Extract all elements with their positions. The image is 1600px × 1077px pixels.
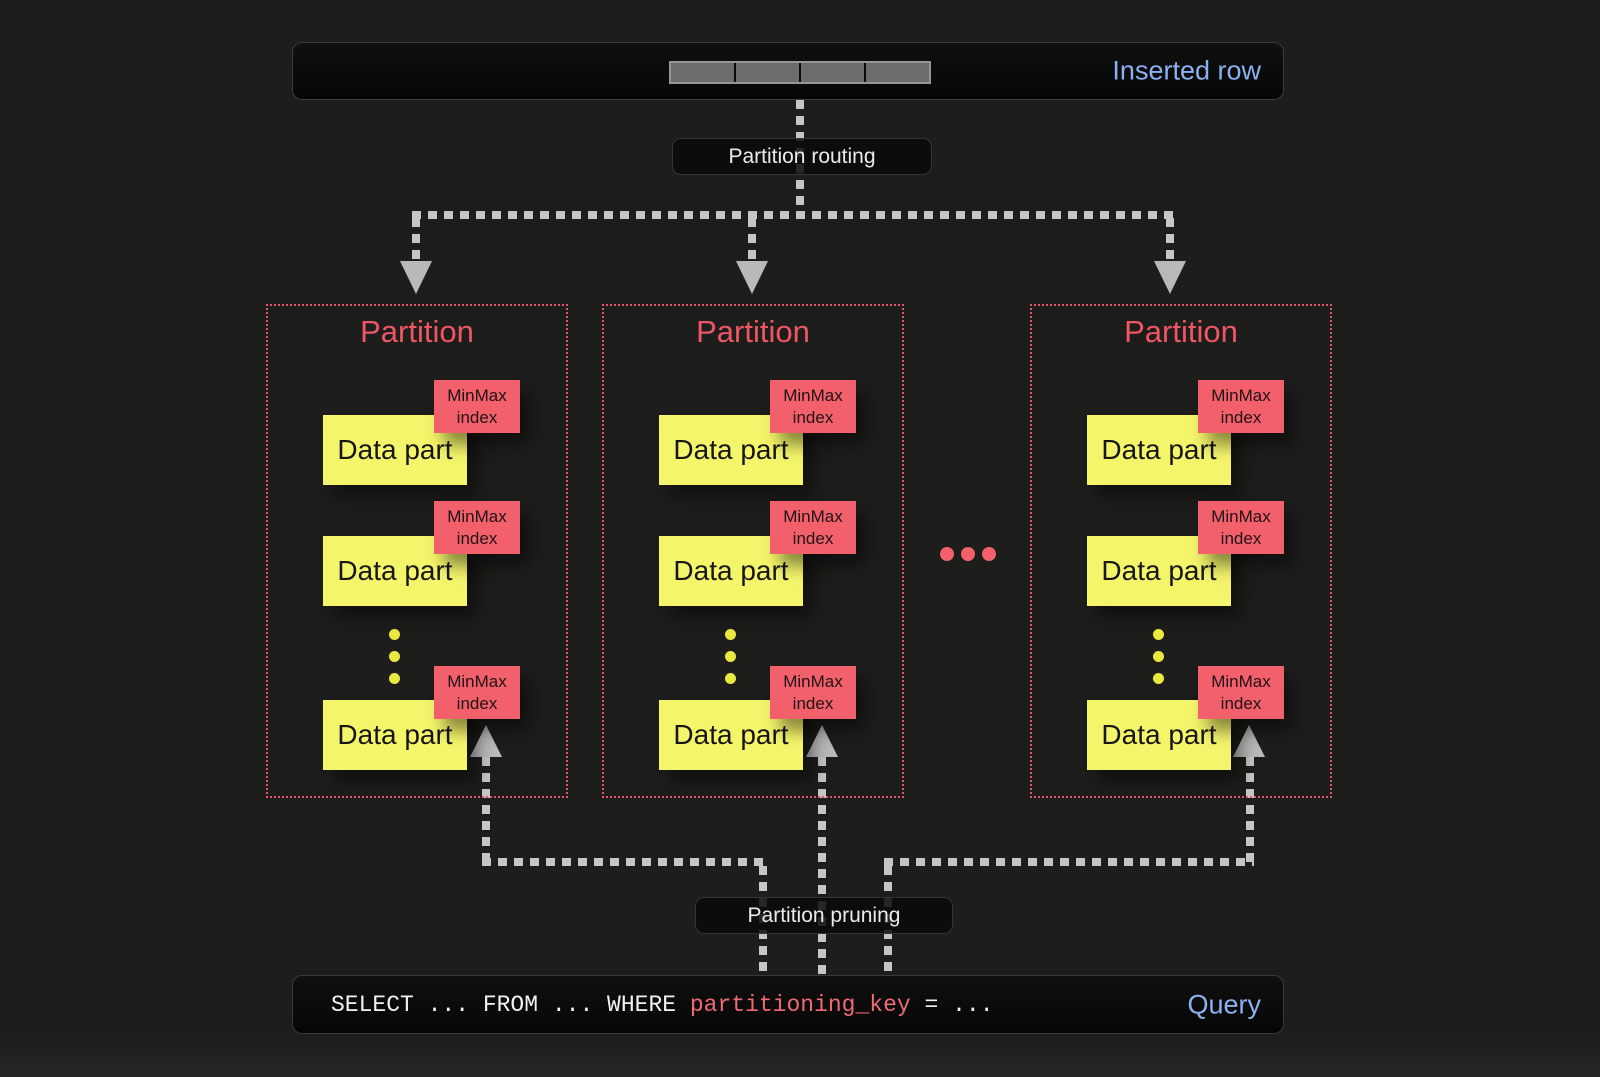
partition-box-3: Partition MinMax index Data part MinMax … [1030,304,1332,798]
row-segment [801,63,864,82]
pruning-line-right-horizontal [884,858,1254,866]
arrow-down-icon [400,261,432,294]
arrow-up-icon [470,725,502,757]
minmax-index-tag: MinMax index [1198,666,1284,719]
sql-after-key: = ... [910,991,994,1018]
branch-line [412,211,1174,219]
query-box: SELECT ... FROM ... WHERE partitioning_k… [292,975,1284,1034]
row-segment [736,63,799,82]
arrow-down-icon [1154,261,1186,294]
pruning-line-left-horizontal [482,858,767,866]
ellipsis-dot [940,547,954,561]
minmax-index-tag: MinMax index [1198,501,1284,554]
partition-routing-label: Partition routing [672,138,932,175]
minmax-index-tag: MinMax index [1198,380,1284,433]
partition-pruning-label: Partition pruning [695,897,953,934]
arrow-down-icon [736,261,768,294]
partition-box-1: Partition MinMax index Data part MinMax … [266,304,568,798]
more-parts-dot [1153,673,1164,684]
partition-title: Partition [696,314,810,349]
row-segment [671,63,734,82]
partition-box-2: Partition MinMax index Data part MinMax … [602,304,904,798]
more-parts-dot [1153,629,1164,640]
minmax-index-tag: MinMax index [770,380,856,433]
sql-query-text: SELECT ... FROM ... WHERE partitioning_k… [331,992,994,1018]
ellipsis-dot [982,547,996,561]
inserted-row-label: Inserted row [1112,55,1261,86]
arrow-up-icon [806,725,838,757]
row-segment [866,63,929,82]
sql-before-key: SELECT ... FROM ... WHERE [331,991,690,1018]
partition-title: Partition [360,314,474,349]
data-part-box: Data part [1087,415,1231,485]
pruning-line-left-vertical [482,757,490,867]
inserted-row-box: Inserted row [292,42,1284,100]
branch-drop-right [1166,218,1174,263]
minmax-index-tag: MinMax index [770,666,856,719]
data-part-box: Data part [323,700,467,770]
more-parts-dot [389,629,400,640]
ellipsis-dot [961,547,975,561]
minmax-index-tag: MinMax index [434,666,520,719]
minmax-index-tag: MinMax index [770,501,856,554]
sql-partitioning-key: partitioning_key [689,991,911,1018]
pruning-line-right-vertical [1246,757,1254,867]
minmax-index-tag: MinMax index [434,380,520,433]
arrow-up-icon [1233,725,1265,757]
query-label: Query [1187,989,1261,1019]
minmax-index-tag: MinMax index [434,501,520,554]
more-parts-dot [389,651,400,662]
branch-drop-left [412,218,420,263]
more-parts-dot [725,673,736,684]
more-parts-dot [725,629,736,640]
row-segments-bar [669,61,931,84]
pruning-line-middle [818,757,826,975]
more-parts-dot [725,651,736,662]
branch-drop-middle [748,218,756,263]
more-parts-dot [389,673,400,684]
partition-title: Partition [1124,314,1238,349]
more-parts-dot [1153,651,1164,662]
